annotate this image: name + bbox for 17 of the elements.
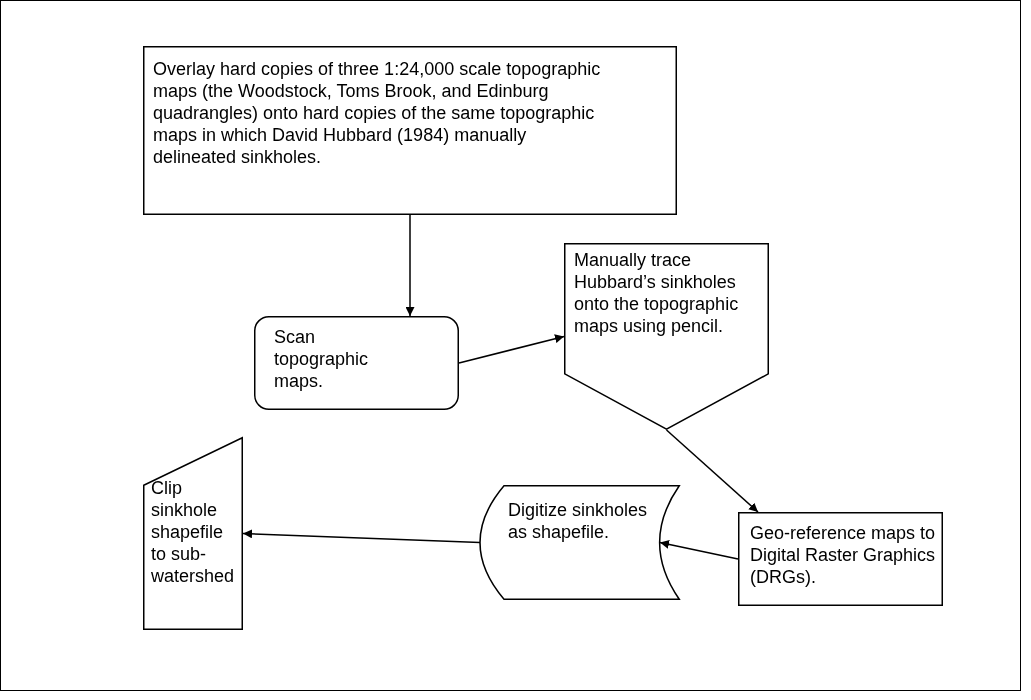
node-text: Digitize sinkholes as shapefile. bbox=[508, 499, 649, 543]
node-text: Overlay hard copies of three 1:24,000 scale topographic maps (the Woodstock, Toms Brook, and Edinburg quadrangles) onto hard copies of the same topographic maps in which David Hubbard (1984) manually delineated sinkholes. bbox=[153, 58, 602, 168]
node-text: Geo-reference maps to Digital Raster Graphics (DRGs). bbox=[750, 522, 937, 588]
off-page-connector-shape bbox=[564, 243, 769, 430]
arrow bbox=[659, 539, 739, 560]
node-text: Clip sinkhole shapefile to sub-watershed bbox=[151, 477, 236, 587]
node-text: Manually trace Hubbard’s sinkholes onto the topographic maps using pencil. bbox=[574, 249, 740, 337]
process-box bbox=[738, 512, 943, 606]
stored-data-shape bbox=[476, 485, 680, 600]
manual-input-shape bbox=[143, 437, 243, 630]
arrow bbox=[242, 529, 481, 544]
arrow bbox=[458, 334, 565, 364]
arrow bbox=[665, 429, 759, 513]
arrow bbox=[405, 214, 415, 317]
process-box bbox=[143, 46, 677, 215]
rounded-process-box bbox=[254, 316, 459, 410]
node-text: Scan topographic maps. bbox=[274, 326, 370, 392]
